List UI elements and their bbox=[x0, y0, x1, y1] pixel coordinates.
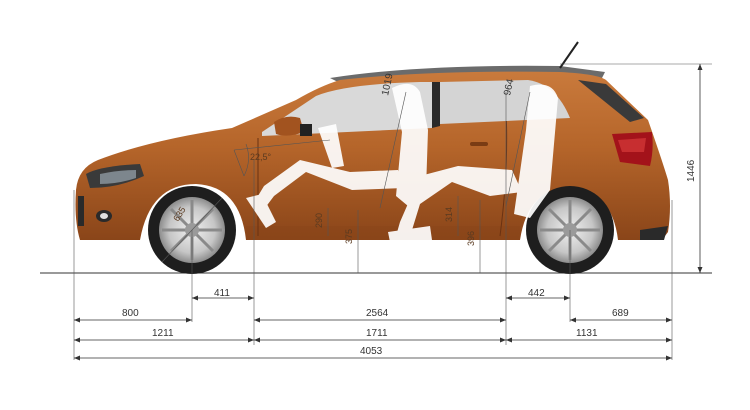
dimension-rows: 411 442 800 2564 689 1211 1711 1131 bbox=[74, 288, 672, 361]
door-handle bbox=[470, 142, 488, 146]
dim-rear-section: 1131 bbox=[576, 328, 598, 339]
front-foot-ghost bbox=[246, 194, 276, 228]
side-sill bbox=[246, 226, 520, 240]
rear-seat-ghost bbox=[514, 84, 558, 218]
interior-dims: 1019 964 22,5° 635 290 375 314 396 bbox=[161, 72, 531, 273]
front-bumper bbox=[78, 196, 84, 226]
dim-front-overhang: 800 bbox=[122, 308, 139, 319]
rear-floor-height-label: 396 bbox=[466, 231, 476, 246]
front-window bbox=[262, 82, 432, 136]
dim-rear-overhang: 689 bbox=[612, 308, 629, 319]
rear-occupant-ghost bbox=[396, 166, 522, 236]
rear-bumper bbox=[640, 226, 668, 240]
dim-front-to-a: 1211 bbox=[152, 328, 174, 339]
height-dimension: 1446 bbox=[686, 64, 703, 273]
dim-height: 1446 bbox=[686, 159, 697, 182]
dim-wheelbase: 2564 bbox=[366, 308, 389, 319]
front-occupant-ghost bbox=[252, 160, 404, 212]
windshield-angle-label: 22,5° bbox=[250, 152, 272, 162]
mirror-base bbox=[300, 124, 312, 136]
ghost-occupants bbox=[246, 83, 558, 242]
side-mirror bbox=[274, 116, 304, 136]
rear-headroom-label: 964 bbox=[502, 78, 516, 97]
dim-overall-length: 4053 bbox=[360, 346, 383, 357]
tail-light-highlight bbox=[618, 138, 646, 152]
b-pillar bbox=[432, 82, 440, 128]
dim-cabin: 1711 bbox=[366, 328, 388, 339]
front-floor-height-label: 375 bbox=[344, 229, 354, 244]
antenna bbox=[559, 41, 579, 69]
rear-foot-ghost bbox=[388, 226, 432, 242]
rear-quarter-glass bbox=[578, 80, 644, 122]
dim-front-wheel-to-a: 411 bbox=[214, 288, 230, 299]
rear-seat-height-label: 314 bbox=[444, 207, 454, 222]
front-seat-height-label: 290 bbox=[314, 213, 324, 228]
headlight-lens bbox=[100, 170, 136, 184]
steering-ghost bbox=[318, 124, 344, 168]
front-headroom-label: 1019 bbox=[380, 72, 395, 96]
extension-lines bbox=[73, 63, 712, 360]
fog-lamp-lens bbox=[100, 213, 108, 219]
dim-b-to-rear-wheel: 442 bbox=[528, 288, 545, 299]
